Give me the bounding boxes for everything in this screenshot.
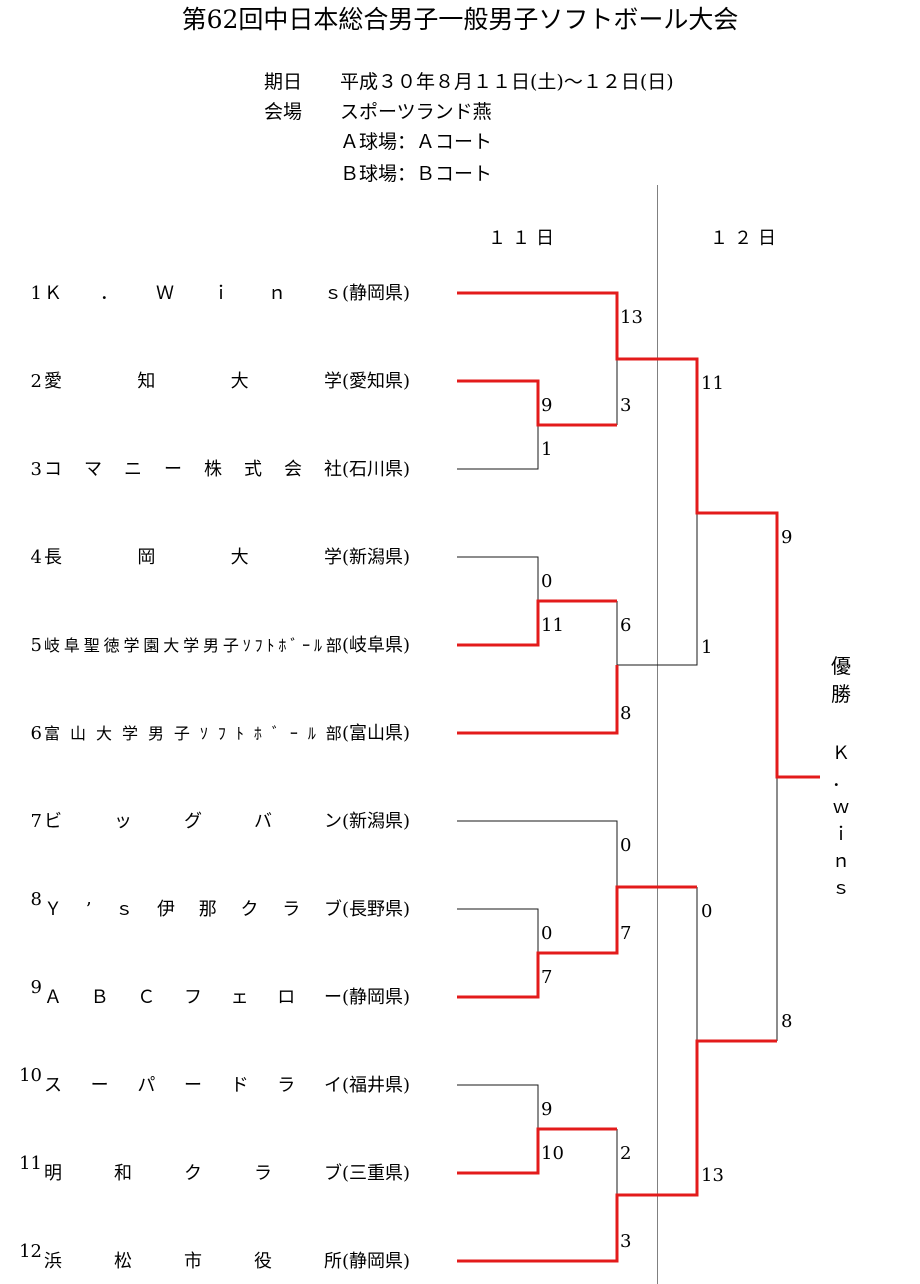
team-name: ビッグバン bbox=[44, 811, 342, 832]
seed-number: 11 bbox=[19, 1153, 42, 1174]
score-sf-m2-bottom: 13 bbox=[701, 1165, 724, 1186]
score-r2-m1-bottom: 3 bbox=[620, 395, 632, 416]
score-final-bottom: 8 bbox=[781, 1011, 793, 1032]
winner-lines bbox=[457, 291, 820, 1263]
score-sf-m1-top: 11 bbox=[701, 373, 724, 394]
team-prefecture: (富山県) bbox=[342, 723, 411, 744]
day-header-11: １１日 bbox=[488, 228, 560, 249]
seed-number: 1 bbox=[30, 283, 42, 304]
seed-number: 6 bbox=[30, 723, 42, 744]
team-row-3: 3 コマニー株式会社 (石川県) bbox=[18, 458, 424, 482]
team-name: スーパードライ bbox=[44, 1075, 342, 1096]
score-r2-m3-top: 0 bbox=[620, 835, 632, 856]
score-final-top: 9 bbox=[781, 527, 793, 548]
team-prefecture: (新潟県) bbox=[342, 547, 411, 568]
seed-number: 3 bbox=[30, 459, 42, 480]
date-value: 平成３０年８月１１日(土)～１２日(日) bbox=[340, 71, 674, 93]
score-r2-m4-top: 2 bbox=[620, 1143, 632, 1164]
score-r1-m2-top: 0 bbox=[541, 571, 553, 592]
team-name: コマニー株式会社 bbox=[44, 459, 342, 480]
field-a: Ａ球場：Ａコート bbox=[340, 131, 493, 153]
score-sf-m1-bottom: 1 bbox=[701, 637, 713, 658]
champion-label: 優勝 bbox=[831, 654, 851, 706]
score-r2-m2-top: 6 bbox=[620, 615, 632, 636]
venue-label: 会場 bbox=[264, 101, 303, 123]
team-name: 愛知大学 bbox=[44, 371, 342, 392]
day-header-12: １２日 bbox=[710, 228, 782, 249]
team-prefecture: (静岡県) bbox=[342, 987, 411, 1008]
team-row-5: 5 岐阜聖徳学園大学男子ｿﾌﾄﾎﾞｰﾙ部 (岐阜県) bbox=[18, 634, 424, 658]
venue-value: スポーツランド燕 bbox=[340, 101, 492, 123]
score-sf-m2-top: 0 bbox=[701, 901, 713, 922]
team-name: 富山大学男子ｿﾌﾄﾎﾞｰﾙ部 bbox=[44, 724, 342, 743]
seed-number: 2 bbox=[30, 371, 42, 392]
score-r1-m3-bottom: 7 bbox=[541, 967, 553, 988]
team-name: 浜松市役所 bbox=[44, 1251, 342, 1272]
field-b: Ｂ球場：Ｂコート bbox=[340, 163, 493, 185]
team-name: 岐阜聖徳学園大学男子ｿﾌﾄﾎﾞｰﾙ部 bbox=[44, 636, 342, 655]
team-prefecture: (愛知県) bbox=[342, 371, 411, 392]
score-r2-m1-top: 13 bbox=[620, 307, 643, 328]
team-prefecture: (石川県) bbox=[342, 459, 411, 480]
score-r1-m1-bottom: 1 bbox=[541, 439, 553, 460]
seed-number: 5 bbox=[30, 635, 42, 656]
team-row-11: 11 明和クラブ (三重県) bbox=[18, 1153, 424, 1186]
score-r1-m1-top: 9 bbox=[541, 395, 553, 416]
score-r1-m2-bottom: 11 bbox=[541, 615, 564, 636]
seed-number: 4 bbox=[30, 547, 42, 568]
loser-lines bbox=[457, 359, 778, 1195]
score-r1-m3-top: 0 bbox=[541, 923, 553, 944]
team-row-2: 2 愛知大学 (愛知県) bbox=[18, 370, 424, 394]
team-prefecture: (岐阜県) bbox=[342, 635, 411, 656]
team-name: 長岡大学 bbox=[44, 547, 342, 568]
seed-number: 10 bbox=[19, 1065, 42, 1086]
score-r1-m4-top: 9 bbox=[541, 1099, 553, 1120]
team-row-4: 4 長岡大学 (新潟県) bbox=[18, 546, 424, 570]
team-name: 明和クラブ bbox=[44, 1163, 342, 1184]
date-label: 期日 bbox=[264, 71, 303, 93]
team-prefecture: (三重県) bbox=[342, 1163, 411, 1184]
team-prefecture: (新潟県) bbox=[342, 811, 411, 832]
page-title: 第62回中日本総合男子一般男子ソフトボール大会 bbox=[181, 5, 739, 34]
seed-number: 8 bbox=[30, 889, 42, 910]
team-prefecture: (静岡県) bbox=[342, 283, 411, 304]
seed-number: 7 bbox=[30, 811, 42, 832]
team-prefecture: (長野県) bbox=[342, 899, 411, 920]
team-prefecture: (福井県) bbox=[342, 1075, 411, 1096]
score-r2-m2-bottom: 8 bbox=[620, 703, 632, 724]
team-row-6: 6 富山大学男子ｿﾌﾄﾎﾞｰﾙ部 (富山県) bbox=[18, 722, 424, 746]
team-row-12: 12 浜松市役所 (静岡県) bbox=[18, 1241, 424, 1274]
score-r1-m4-bottom: 10 bbox=[541, 1143, 564, 1164]
seed-number: 9 bbox=[30, 977, 42, 998]
score-r2-m4-bottom: 3 bbox=[620, 1231, 632, 1252]
team-prefecture: (静岡県) bbox=[342, 1251, 411, 1272]
team-row-7: 7 ビッグバン (新潟県) bbox=[18, 810, 424, 834]
score-r2-m3-bottom: 7 bbox=[620, 923, 632, 944]
seed-number: 12 bbox=[19, 1241, 42, 1262]
team-row-10: 10 スーパードライ (福井県) bbox=[18, 1065, 424, 1098]
